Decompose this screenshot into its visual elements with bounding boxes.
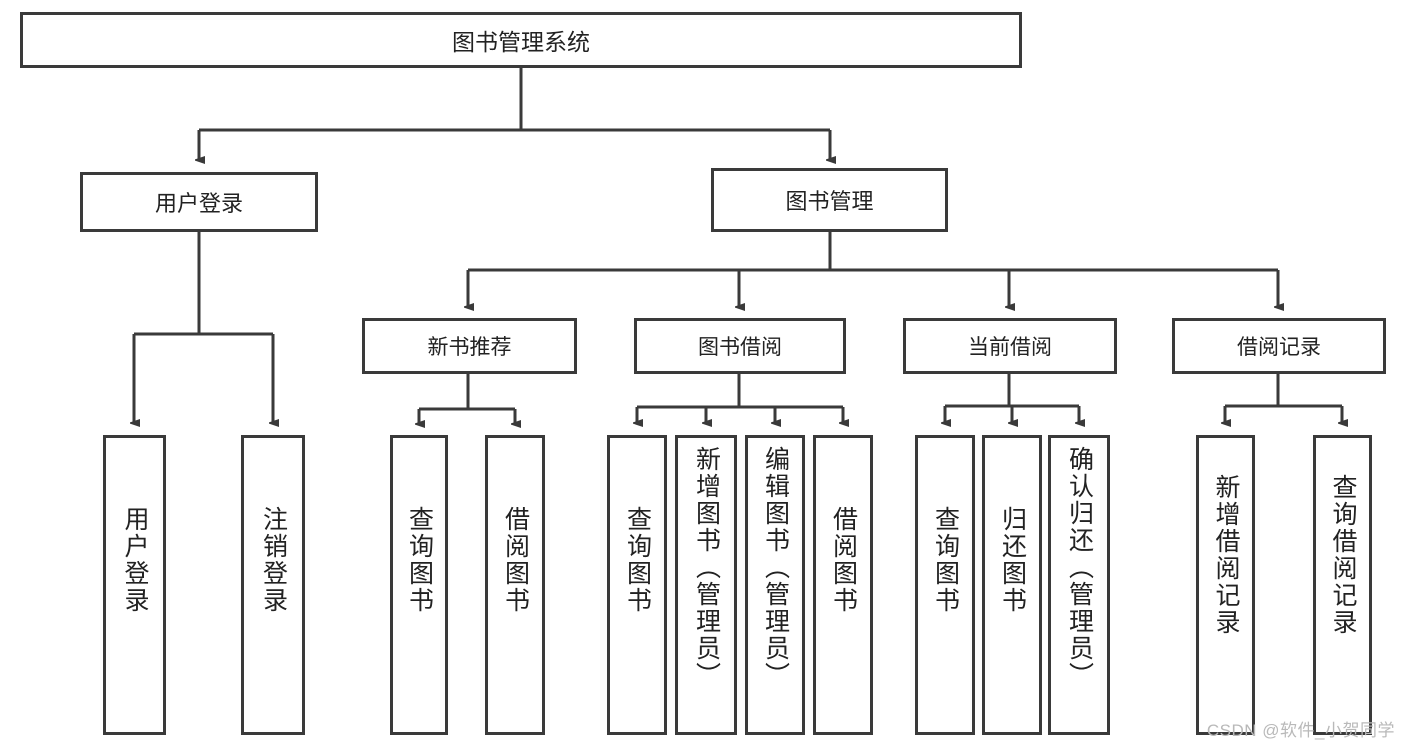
leaf-add-book[interactable]: 新增图书（管理员） — [675, 435, 737, 735]
leaf-borrow-book-2[interactable]: 借阅图书 — [813, 435, 873, 735]
leaf-borrow-book-2-label: 借阅图书 — [829, 506, 858, 614]
watermark: CSDN @软件_小贺同学 — [1206, 721, 1395, 740]
leaf-borrow-book-1-label: 借阅图书 — [501, 506, 530, 614]
node-new-book-recommend[interactable]: 新书推荐 — [362, 318, 577, 374]
node-borrow-record-label: 借阅记录 — [1237, 336, 1321, 359]
node-book-borrow[interactable]: 图书借阅 — [634, 318, 846, 374]
leaf-user-logout-label: 注销登录 — [259, 506, 288, 614]
leaf-query-book-3-label: 查询图书 — [931, 506, 960, 614]
node-current-borrow[interactable]: 当前借阅 — [903, 318, 1117, 374]
leaf-query-book-2-label: 查询图书 — [623, 506, 652, 614]
leaf-add-book-label: 新增图书（管理员） — [692, 446, 721, 689]
node-borrow-record[interactable]: 借阅记录 — [1172, 318, 1386, 374]
leaf-user-login[interactable]: 用户登录 — [103, 435, 166, 735]
node-book-management[interactable]: 图书管理 — [711, 168, 948, 232]
leaf-query-book-1[interactable]: 查询图书 — [390, 435, 448, 735]
node-new-book-recommend-label: 新书推荐 — [427, 336, 512, 359]
node-user-login[interactable]: 用户登录 — [80, 172, 318, 232]
node-root[interactable]: 图书管理系统 — [20, 12, 1022, 68]
leaf-query-book-3[interactable]: 查询图书 — [915, 435, 975, 735]
leaf-return-book-label: 归还图书 — [998, 506, 1027, 614]
node-root-label: 图书管理系统 — [452, 29, 590, 55]
leaf-add-record[interactable]: 新增借阅记录 — [1196, 435, 1255, 735]
node-book-borrow-label: 图书借阅 — [698, 336, 782, 359]
node-current-borrow-label: 当前借阅 — [968, 336, 1052, 359]
leaf-query-book-1-label: 查询图书 — [405, 506, 434, 614]
leaf-return-book[interactable]: 归还图书 — [982, 435, 1042, 735]
leaf-confirm-return[interactable]: 确认归还（管理员） — [1048, 435, 1110, 735]
leaf-user-logout[interactable]: 注销登录 — [241, 435, 305, 735]
node-book-management-label: 图书管理 — [785, 189, 874, 214]
leaf-edit-book-label: 编辑图书（管理员） — [761, 446, 790, 689]
leaf-confirm-return-label: 确认归还（管理员） — [1065, 446, 1094, 689]
node-user-login-label: 用户登录 — [154, 191, 243, 216]
leaf-query-record[interactable]: 查询借阅记录 — [1313, 435, 1372, 735]
leaf-add-record-label: 新增借阅记录 — [1212, 474, 1240, 636]
leaf-query-book-2[interactable]: 查询图书 — [607, 435, 667, 735]
leaf-query-record-label: 查询借阅记录 — [1329, 474, 1357, 636]
leaf-borrow-book-1[interactable]: 借阅图书 — [485, 435, 545, 735]
leaf-user-login-label: 用户登录 — [121, 506, 149, 614]
leaf-edit-book[interactable]: 编辑图书（管理员） — [745, 435, 805, 735]
